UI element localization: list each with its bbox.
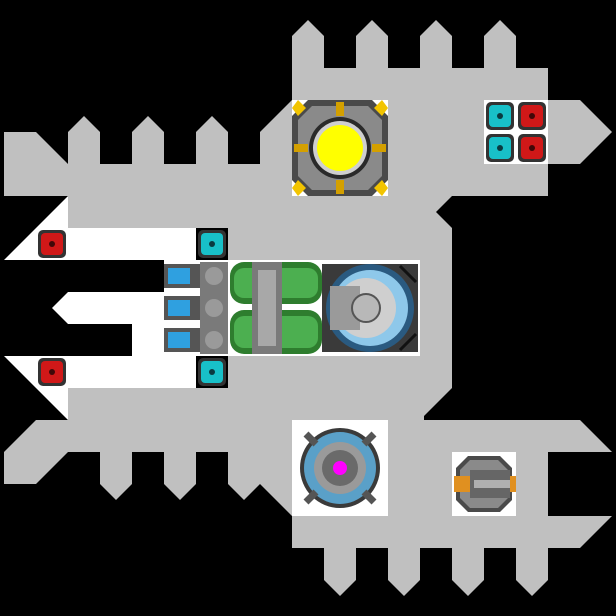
red-block[interactable] — [518, 102, 546, 130]
thruster-stack — [164, 262, 228, 354]
reactor-clamp — [294, 144, 308, 152]
reactor-glow-icon — [317, 125, 363, 171]
shield-generator-module[interactable] — [300, 428, 380, 508]
hull-bottom-right-fin — [548, 420, 612, 452]
hull-spike — [260, 100, 292, 196]
reactor-clamp — [372, 144, 386, 152]
reactor-bolt — [292, 100, 306, 116]
reactor-core-module[interactable] — [292, 100, 388, 196]
reactor-clamp — [336, 102, 344, 116]
interior-corridor-mid — [132, 292, 164, 356]
hull-spike — [196, 116, 228, 164]
turret-module[interactable] — [454, 456, 516, 512]
hull-lower-left-fin — [4, 420, 68, 484]
interior-corridor-upper — [4, 228, 196, 260]
hull-notch — [548, 452, 612, 516]
hull-spike — [260, 452, 292, 516]
hull-spike — [100, 452, 132, 500]
cyan-block[interactable] — [486, 102, 514, 130]
red-block[interactable] — [38, 358, 66, 386]
hull-spike — [516, 548, 548, 596]
cyan-block[interactable] — [486, 134, 514, 162]
hull-connector — [388, 196, 420, 228]
hull-spike — [484, 20, 516, 68]
hull-connector — [388, 388, 420, 420]
reactor-clamp — [336, 180, 344, 194]
hull-spike — [452, 548, 484, 596]
hull-spike — [292, 20, 324, 68]
hull-spike — [356, 20, 388, 68]
reactor-bolt — [374, 180, 388, 196]
hull-spike — [164, 452, 196, 500]
hull-lower-beam — [68, 388, 424, 420]
hull-spike — [388, 548, 420, 596]
armor-blocks — [38, 102, 546, 386]
hull-connector — [420, 196, 452, 228]
hull-spike — [68, 116, 100, 164]
red-block[interactable] — [38, 230, 66, 258]
cyan-block[interactable] — [198, 358, 226, 386]
hull-lower-spine — [68, 420, 292, 452]
interior-corridor-upper — [36, 196, 68, 228]
hull-top-right-fin — [548, 100, 612, 164]
hull-spike — [228, 452, 260, 500]
cyan-block[interactable] — [198, 230, 226, 258]
hull-spike — [324, 548, 356, 596]
shield-core-icon — [333, 461, 347, 475]
hull-bottom-right-fin — [548, 516, 612, 548]
engine-core — [322, 264, 418, 352]
hull-upper-beam — [68, 196, 424, 228]
ship-hull — [4, 20, 612, 596]
hull-spike — [420, 20, 452, 68]
reactor-bolt — [374, 100, 388, 116]
engine-cluster-module[interactable] — [164, 262, 418, 354]
reactor-bolt — [292, 180, 306, 196]
hull-spike — [132, 116, 164, 164]
hull-upper-spine — [36, 164, 268, 196]
red-block[interactable] — [518, 134, 546, 162]
fuel-tanks — [230, 262, 322, 354]
